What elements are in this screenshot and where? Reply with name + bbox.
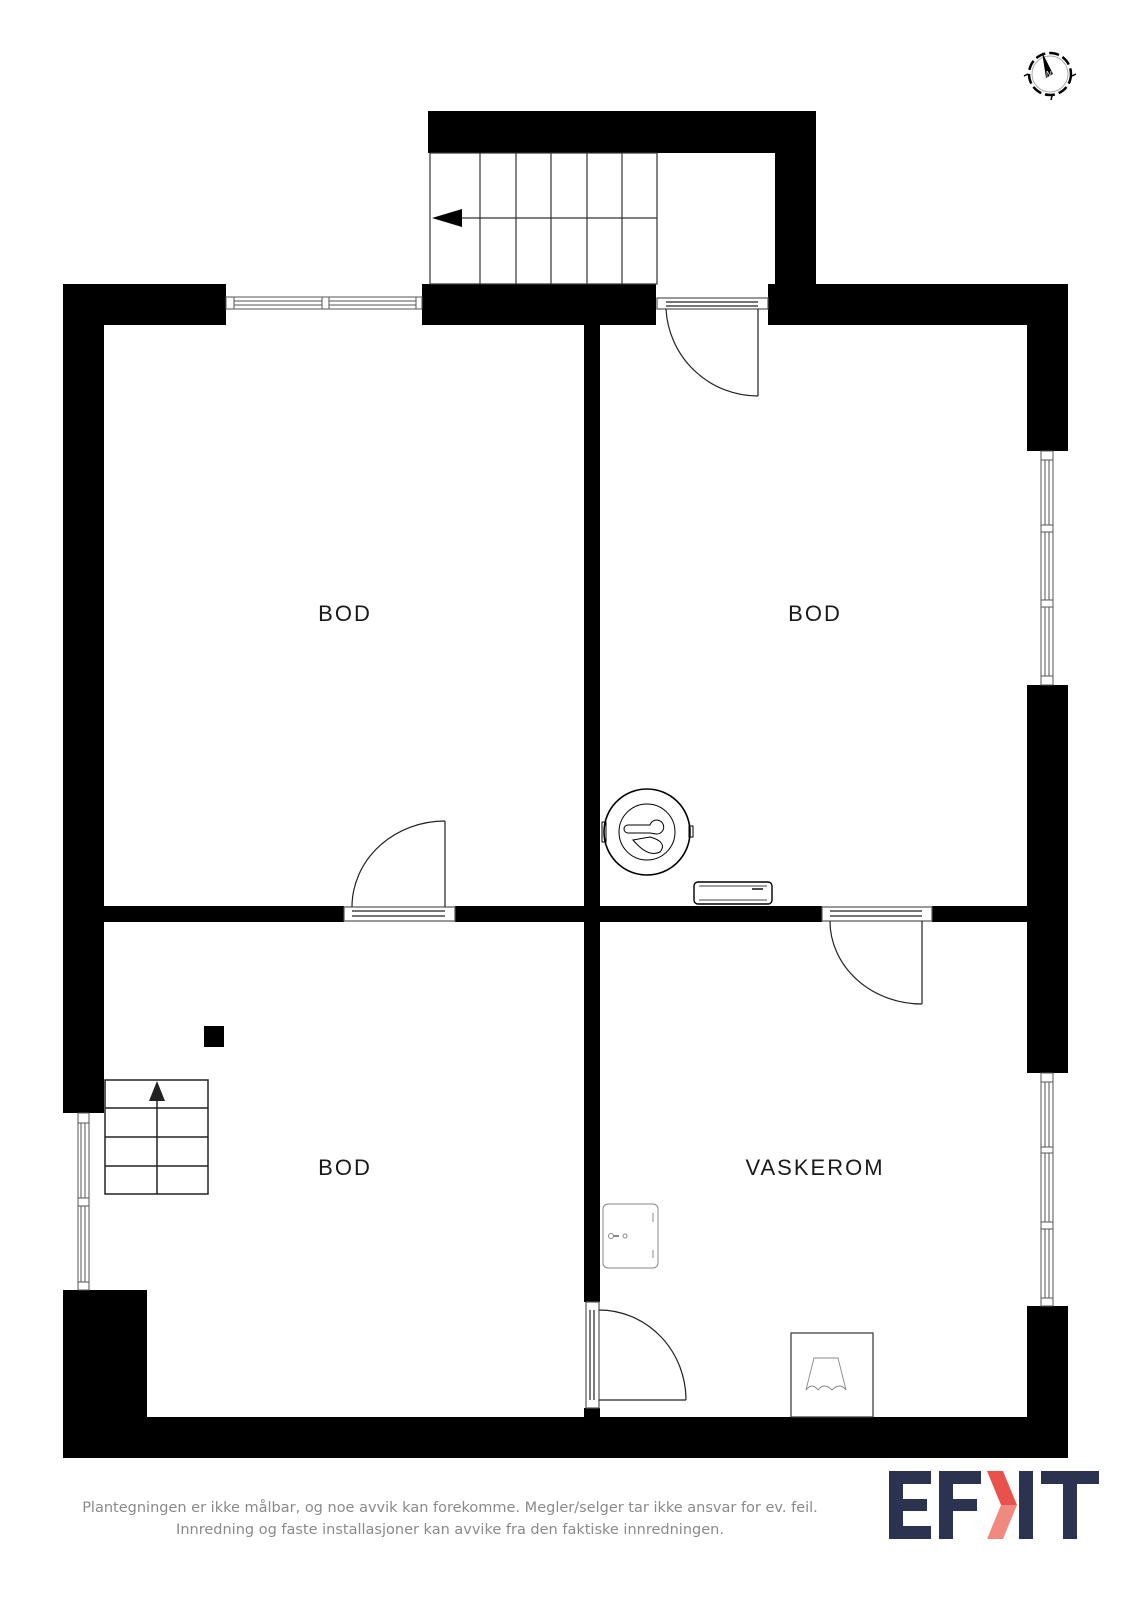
stair-down-west [429,152,658,285]
svg-text:N: N [1046,70,1052,79]
disclaimer-line-2: Innredning og faste installasjoner kan a… [176,1522,724,1538]
stair-up-north [104,1079,209,1195]
washing-machine [790,1332,874,1418]
disclaimer-line-1: Plantegningen er ikke målbar, og noe avv… [82,1500,818,1516]
room-label-vaskerom: VASKEROM [745,1155,885,1180]
door-bottom-vertical [585,1301,687,1409]
room-label-bod-top-right: BOD [788,601,842,626]
radiator [693,881,773,905]
room-label-bod-top-left: BOD [318,601,372,626]
windows [77,296,1054,1307]
toilet [602,1203,659,1269]
door-entry-top [656,297,769,397]
door-bod-left [343,820,456,922]
water-heater [601,788,694,876]
effekt-logo: EFFEKT [889,1471,1099,1539]
room-label-bod-bottom-left: BOD [318,1155,372,1180]
walls [63,111,1068,1458]
disclaimer: Plantegningen er ikke målbar, og noe avv… [30,1497,870,1541]
doors [343,297,933,1409]
door-vaskerom [821,906,933,1005]
pillar [204,1026,224,1047]
compass-north-icon: N [1023,51,1077,101]
